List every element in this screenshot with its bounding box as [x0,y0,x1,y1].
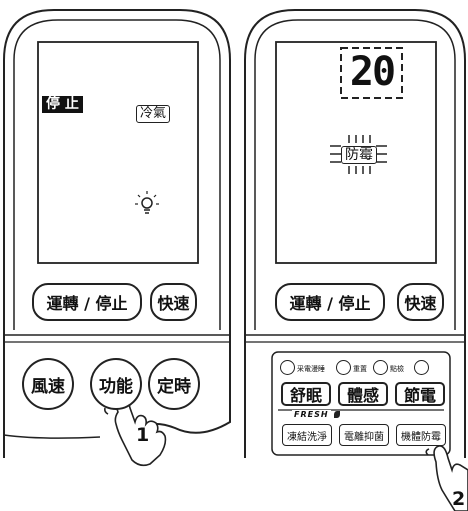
turbo-button[interactable]: 快速 [397,283,444,321]
anti-mold-button[interactable]: 機體防霉 [396,424,446,446]
feel-button[interactable]: 體感 [338,382,388,406]
turbo-button[interactable]: 快速 [150,283,197,321]
left-remote-body [3,9,231,458]
fresh-logo: FRESH [292,410,331,420]
power-button[interactable]: 運轉 / 停止 [275,283,385,321]
left-lcd-screen [37,41,199,264]
step-number: 2 [452,488,466,510]
power-button[interactable]: 運轉 / 停止 [32,283,142,321]
leaf-icon [334,411,340,418]
indicator-light [414,360,429,375]
step-number: 1 [136,424,150,446]
temperature-display: 20 [349,49,396,95]
function-panel [271,351,451,456]
indicator-light [336,360,351,375]
right-remote-body [244,9,466,458]
energy-save-button[interactable]: 節電 [395,382,445,406]
function-button[interactable]: 功能 [90,358,142,410]
timer-button[interactable]: 定時 [148,358,200,410]
mode-label: 冷氣 [136,105,171,123]
hand-pointer-icon [425,445,468,511]
status-label: 停 止 [42,96,83,113]
anti-mold-label: 防霉 [341,146,377,164]
indicator-label: 點檢 [390,365,404,373]
indicator-label: 采電漫睡 [297,365,325,373]
freeze-wash-button[interactable]: 凍結洗淨 [282,424,332,446]
fan-speed-button[interactable]: 風速 [22,358,74,410]
indicator-light [373,360,388,375]
blink-rays-icon [330,135,387,174]
indicator-light [280,360,295,375]
ionizer-button[interactable]: 電離抑菌 [339,424,389,446]
bulb-icon [135,191,159,214]
indicator-label: 重置 [353,365,367,373]
sleep-button[interactable]: 舒眠 [281,382,331,406]
